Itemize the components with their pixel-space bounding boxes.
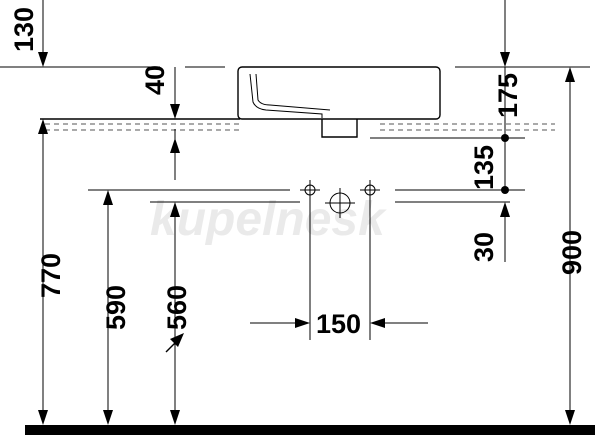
dimension-30: 30 [469, 202, 510, 262]
dimension-135: 135 [469, 145, 509, 194]
dimension-770: 770 [36, 119, 66, 425]
dimension-130: 130 [9, 0, 48, 67]
dim-175-dot [501, 134, 509, 142]
drain-icon [325, 188, 355, 218]
dim-135-label: 135 [469, 145, 499, 190]
dimension-560: 560 [162, 129, 192, 425]
dim-590-label: 590 [101, 285, 131, 330]
dim-40-label: 40 [140, 65, 170, 95]
supply-right-icon [360, 180, 380, 200]
dim-560-pointer-arrow [170, 333, 184, 347]
dimension-175: 175 [493, 0, 523, 190]
supply-left-icon [300, 180, 320, 200]
watermark-text: kupelnesk [150, 193, 387, 246]
dim-560-label: 560 [162, 285, 192, 330]
dim-900-label: 900 [557, 230, 587, 275]
washbasin-outline [237, 66, 441, 138]
dim-770-label: 770 [36, 253, 66, 298]
dim-135-dot [501, 186, 509, 194]
dim-30-label: 30 [469, 232, 499, 262]
dimension-900: 900 [557, 67, 587, 425]
dim-175-label: 175 [493, 73, 523, 118]
dim-130-label: 130 [9, 7, 39, 52]
floor-line [25, 425, 595, 435]
dimension-150: 150 [250, 309, 428, 339]
dimension-590: 590 [101, 190, 131, 425]
dim-150-label: 150 [316, 309, 361, 339]
dimension-40: 40 [140, 65, 180, 119]
